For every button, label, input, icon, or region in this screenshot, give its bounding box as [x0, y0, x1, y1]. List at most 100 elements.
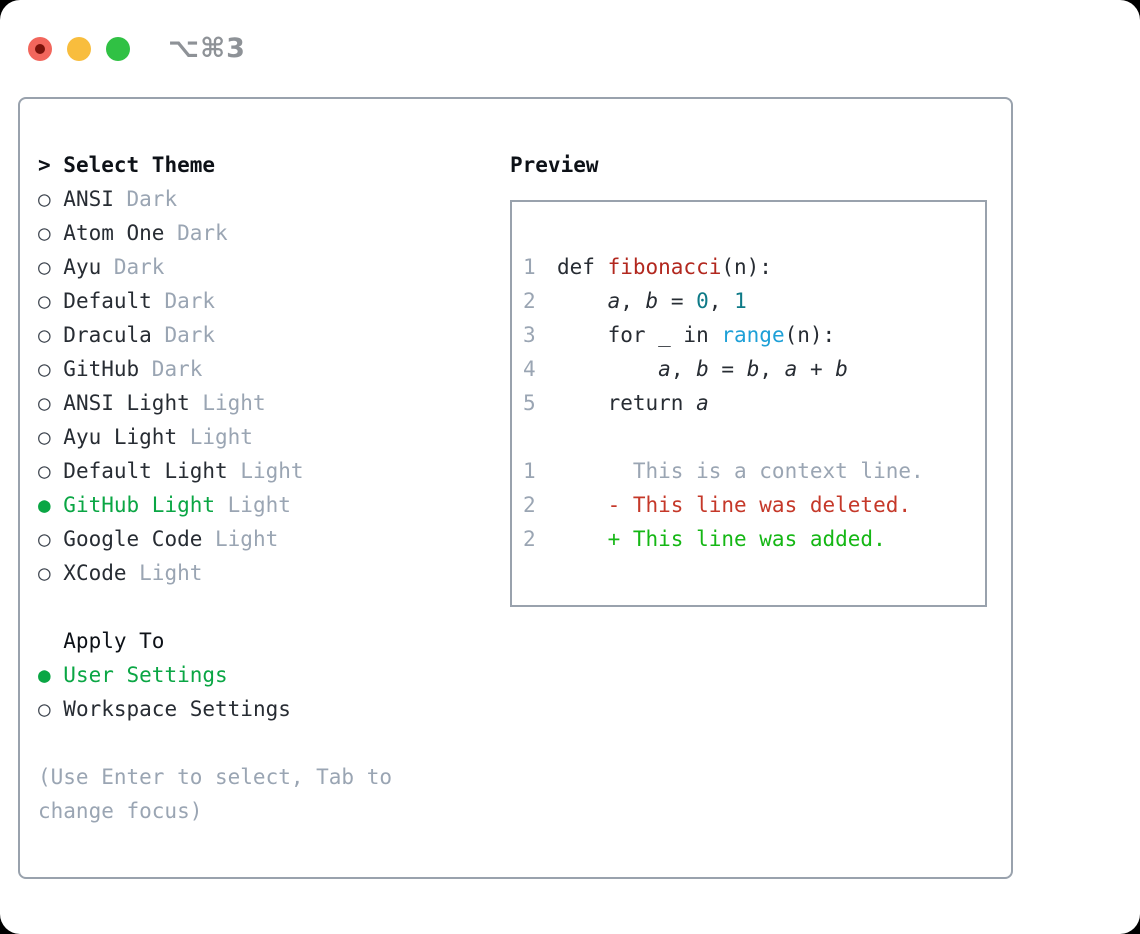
hint-text-line-2: change focus): [38, 799, 203, 823]
minimize-button[interactable]: [67, 36, 91, 61]
code-token: a: [696, 391, 709, 415]
code-token: This is a context line.: [557, 459, 924, 483]
theme-option-label: Ayu Light: [63, 425, 178, 449]
line-content: - This line was deleted.: [557, 488, 911, 522]
radio-icon: ○: [38, 255, 64, 279]
code-token: =: [708, 357, 747, 381]
select-theme-title: Select Theme: [63, 153, 216, 177]
theme-option-dracula-dark[interactable]: ○ Dracula Dark: [38, 318, 510, 352]
radio-icon: ○: [38, 561, 64, 585]
radio-icon: ○: [38, 221, 64, 245]
line-number: 3: [523, 323, 536, 347]
line-number: [523, 420, 536, 454]
preview-blank-line: [523, 420, 975, 454]
theme-option-label: GitHub Light: [63, 493, 216, 517]
line-content: def fibonacci(n):: [557, 250, 772, 284]
traffic-lights: [28, 36, 145, 61]
theme-option-google-code-light[interactable]: ○ Google Code Light: [38, 522, 510, 556]
code-token: +: [797, 357, 836, 381]
window-shortcut-label: ⌥⌘3: [168, 33, 246, 64]
theme-option-label: Google Code: [63, 527, 203, 551]
line-number: 2: [523, 527, 536, 551]
code-token: + This line was added.: [557, 527, 886, 551]
theme-option-label: Ayu: [63, 255, 102, 279]
theme-option-default-dark[interactable]: ○ Default Dark: [38, 284, 510, 318]
code-token: a: [607, 289, 621, 313]
theme-option-label: ANSI: [63, 187, 114, 211]
code-token: return: [557, 391, 697, 415]
code-token: 1: [734, 289, 747, 313]
theme-variant-label: Dark: [101, 255, 165, 279]
radio-selected-icon: ●: [38, 663, 64, 687]
code-token: b: [696, 357, 709, 381]
radio-icon: ○: [38, 323, 64, 347]
theme-option-xcode-light[interactable]: ○ XCode Light: [38, 556, 510, 590]
preview-line: 1 def fibonacci(n):: [523, 250, 975, 284]
titlebar: ⌥⌘3: [0, 0, 1140, 97]
theme-variant-label: Dark: [113, 187, 178, 211]
radio-icon: ○: [38, 459, 64, 483]
code-token: [557, 289, 608, 313]
preview-line: 1 This is a context line.: [523, 454, 975, 488]
radio-selected-icon: ●: [38, 493, 64, 517]
code-token: [557, 357, 658, 381]
theme-variant-label: Light: [126, 561, 203, 585]
preview-line: 2 + This line was added.: [523, 522, 975, 556]
code-token: range: [721, 323, 785, 347]
code-token: ,: [620, 289, 646, 313]
theme-option-github-dark[interactable]: ○ GitHub Dark: [38, 352, 510, 386]
apply-to-header: Apply To: [38, 624, 510, 658]
theme-option-ayu-dark[interactable]: ○ Ayu Dark: [38, 250, 510, 284]
theme-option-label: ANSI Light: [63, 391, 190, 415]
hint-text-line-1: (Use Enter to select, Tab to: [38, 765, 393, 789]
code-token: b: [645, 289, 659, 313]
theme-option-atom-one-dark[interactable]: ○ Atom One Dark: [38, 216, 510, 250]
select-theme-header: >Select Theme: [38, 148, 510, 182]
theme-option-github-light-light[interactable]: ● GitHub Light Light: [38, 488, 510, 522]
theme-variant-label: Dark: [151, 289, 216, 313]
theme-variant-label: Dark: [151, 323, 216, 347]
radio-icon: ○: [38, 425, 64, 449]
theme-option-ansi-dark[interactable]: ○ ANSI Dark: [38, 182, 510, 216]
line-content: for _ in range(n):: [557, 318, 836, 352]
zoom-button[interactable]: [106, 36, 130, 61]
line-number: 1: [523, 255, 536, 279]
theme-option-default-light-light[interactable]: ○ Default Light Light: [38, 454, 510, 488]
spacer: [38, 726, 510, 760]
preview-line: 5 return a: [523, 386, 975, 420]
theme-variant-label: Light: [215, 493, 291, 517]
theme-list: ○ ANSI Dark○ Atom One Dark○ Ayu Dark○ De…: [38, 182, 510, 590]
apply-option-label: Workspace Settings: [63, 697, 291, 721]
preview-line: 2 a, b = 0, 1: [523, 284, 975, 318]
close-button[interactable]: [28, 36, 52, 61]
code-token: ,: [670, 357, 697, 381]
theme-option-ansi-light-light[interactable]: ○ ANSI Light Light: [38, 386, 510, 420]
apply-option-workspace-settings[interactable]: ○ Workspace Settings: [38, 692, 510, 726]
theme-picker-panel: >Select Theme ○ ANSI Dark○ Atom One Dark…: [18, 97, 1013, 879]
code-token: (n):: [721, 255, 772, 279]
theme-list-column: >Select Theme ○ ANSI Dark○ Atom One Dark…: [38, 148, 510, 877]
code-token: a: [784, 357, 798, 381]
theme-variant-label: Dark: [164, 221, 228, 245]
line-number: 4: [523, 357, 536, 381]
theme-variant-label: Light: [202, 527, 279, 551]
apply-option-label: User Settings: [63, 663, 228, 687]
line-number: 2: [523, 289, 536, 313]
theme-option-label: Dracula: [63, 323, 152, 347]
radio-icon: ○: [38, 357, 64, 381]
radio-icon: ○: [38, 527, 64, 551]
line-number: 5: [523, 391, 536, 415]
apply-option-user-settings[interactable]: ● User Settings: [38, 658, 510, 692]
code-token: b: [746, 357, 760, 381]
theme-variant-label: Light: [189, 391, 266, 415]
code-token: ,: [708, 289, 735, 313]
code-token: =: [658, 289, 697, 313]
theme-option-ayu-light-light[interactable]: ○ Ayu Light Light: [38, 420, 510, 454]
preview-line: 3 for _ in range(n):: [523, 318, 975, 352]
theme-option-label: Atom One: [63, 221, 165, 245]
theme-variant-label: Light: [227, 459, 304, 483]
